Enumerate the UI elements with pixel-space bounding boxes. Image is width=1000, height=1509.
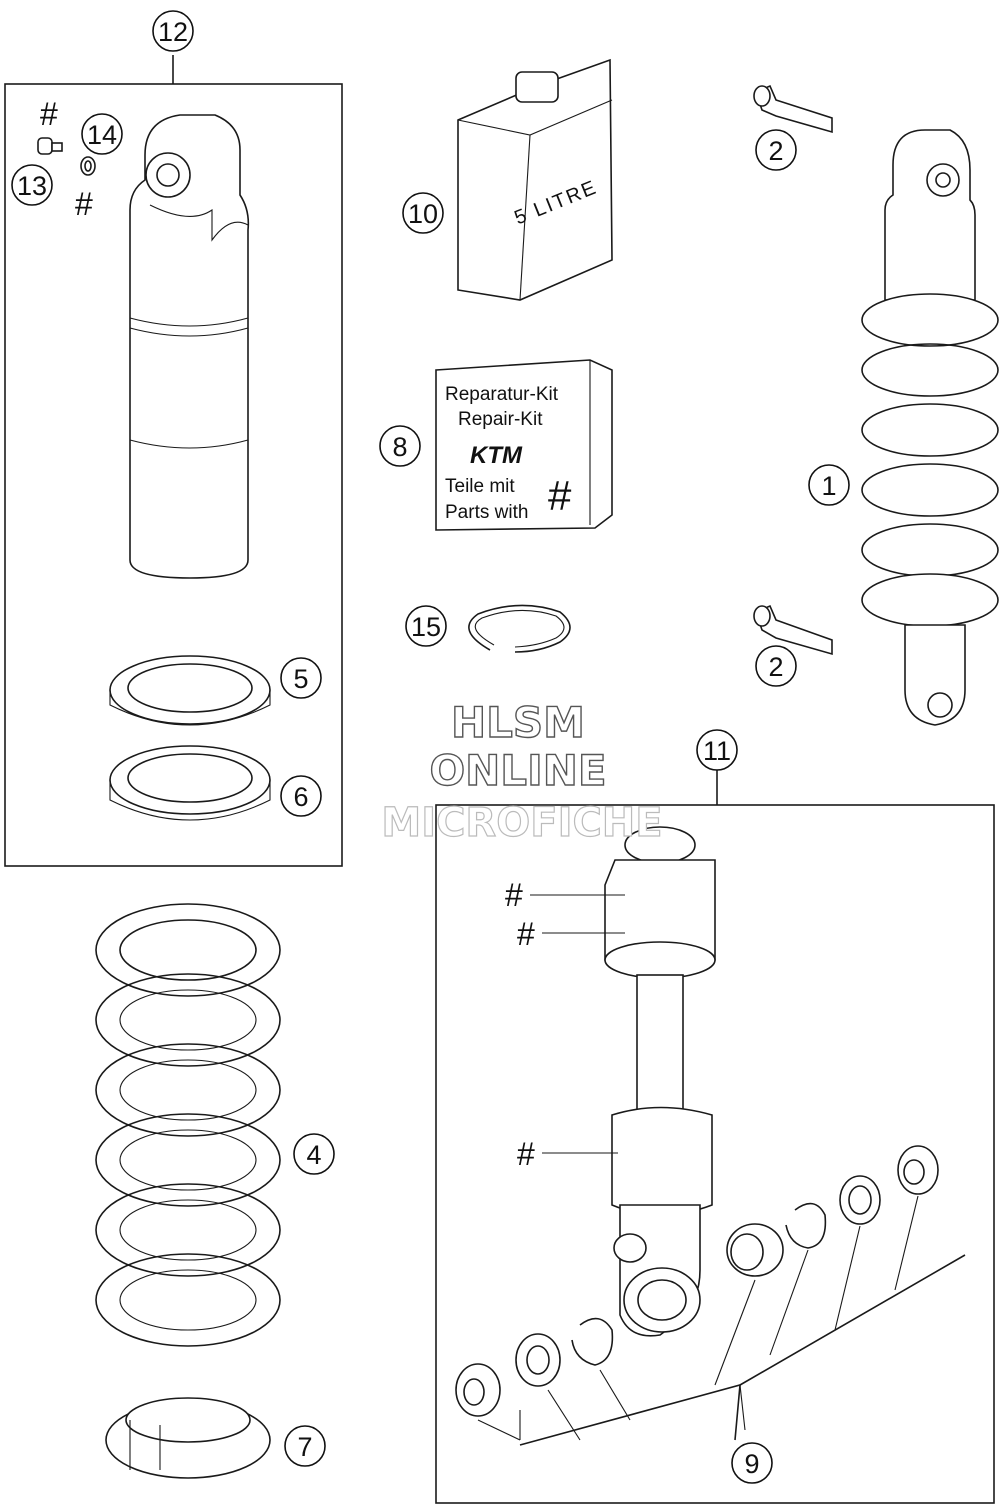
- repair-kit-line4: Parts with: [445, 502, 528, 523]
- callout-13: 13: [11, 164, 53, 206]
- watermark-line3: MICROFICHE: [381, 800, 662, 846]
- bolt-upper-part: [753, 84, 833, 134]
- callout-15: 15: [405, 605, 447, 647]
- repair-kit-line1: Reparatur-Kit: [445, 384, 559, 405]
- repair-kit-hash-symbol: #: [548, 472, 572, 519]
- callout-13-label: 13: [17, 171, 47, 201]
- group-box-11: [435, 770, 995, 1504]
- callout-12-label: 12: [158, 17, 188, 47]
- ktm-logo: KTM: [470, 442, 523, 469]
- callout-10: 10: [402, 192, 444, 234]
- bolt-lower-part: [753, 604, 833, 656]
- snap-ring-part: [571, 1317, 614, 1366]
- snap-ring-2-part: [785, 1202, 827, 1249]
- callout-10-label: 10: [408, 199, 438, 229]
- watermark-line2: ONLINE: [429, 746, 606, 795]
- callout-8-label: 8: [392, 432, 407, 462]
- callout-14: 14: [81, 113, 123, 155]
- hash-mark-5: #: [517, 1136, 535, 1172]
- callout-15-label: 15: [411, 612, 441, 642]
- hash-mark-4: #: [517, 916, 535, 952]
- adjusting-ring-5-part: [109, 655, 271, 726]
- callout-5-label: 5: [293, 664, 308, 694]
- callout-5: 5: [280, 657, 322, 699]
- callout-9-label: 9: [744, 1449, 759, 1479]
- oil-can-part: 5 LITRE: [457, 58, 613, 301]
- callout-1-label: 1: [821, 471, 836, 501]
- hash-mark-2: #: [75, 186, 93, 222]
- circlip-part: [468, 604, 571, 653]
- callout-2b: 2: [755, 645, 797, 687]
- spring-retainer-part: [105, 1397, 271, 1479]
- hash-mark-3: #: [505, 877, 523, 913]
- callout-1: 1: [808, 464, 850, 506]
- callout-2-lower-label: 2: [768, 652, 783, 682]
- callout-6-label: 6: [293, 782, 308, 812]
- watermark-line1: HLSM: [451, 698, 585, 747]
- callout-7-label: 7: [297, 1432, 312, 1462]
- adjusting-ring-6-part: [109, 745, 271, 821]
- hash-mark-1: #: [40, 96, 58, 132]
- callout-9: 9: [731, 1442, 773, 1484]
- spring-part: [95, 903, 281, 1347]
- shock-absorber-assembly-part: [861, 129, 999, 726]
- callout-7: 7: [284, 1425, 326, 1467]
- hash-leader-lines: [530, 894, 625, 1154]
- piston-rod-assembly-part: [604, 826, 716, 1337]
- leader-lines-9: [477, 1195, 966, 1446]
- bleeder-screw-part: [37, 137, 63, 155]
- repair-kit-part: Reparatur-Kit Repair-Kit KTM Teile mit P…: [435, 359, 613, 531]
- callout-2-label: 2: [768, 136, 783, 166]
- repair-kit-line2: Repair-Kit: [458, 409, 543, 430]
- callout-4-label: 4: [306, 1140, 321, 1170]
- callout-2a: 2: [755, 129, 797, 171]
- callout-12: 12: [152, 10, 194, 52]
- damper-body-part: [129, 114, 250, 579]
- callout-11: 11: [696, 729, 738, 771]
- repair-kit-line3: Teile mit: [445, 476, 515, 497]
- callout-6: 6: [280, 775, 322, 817]
- seal-ring-part: [80, 156, 96, 176]
- group-box-12: [4, 55, 343, 867]
- kit-9-parts: [455, 1145, 939, 1417]
- callout-11-label: 11: [703, 736, 731, 766]
- callout-4: 4: [293, 1133, 335, 1175]
- watermark: HLSM ONLINE MICROFICHE: [381, 697, 663, 846]
- callout-8: 8: [379, 425, 421, 467]
- callout-14-label: 14: [87, 120, 117, 150]
